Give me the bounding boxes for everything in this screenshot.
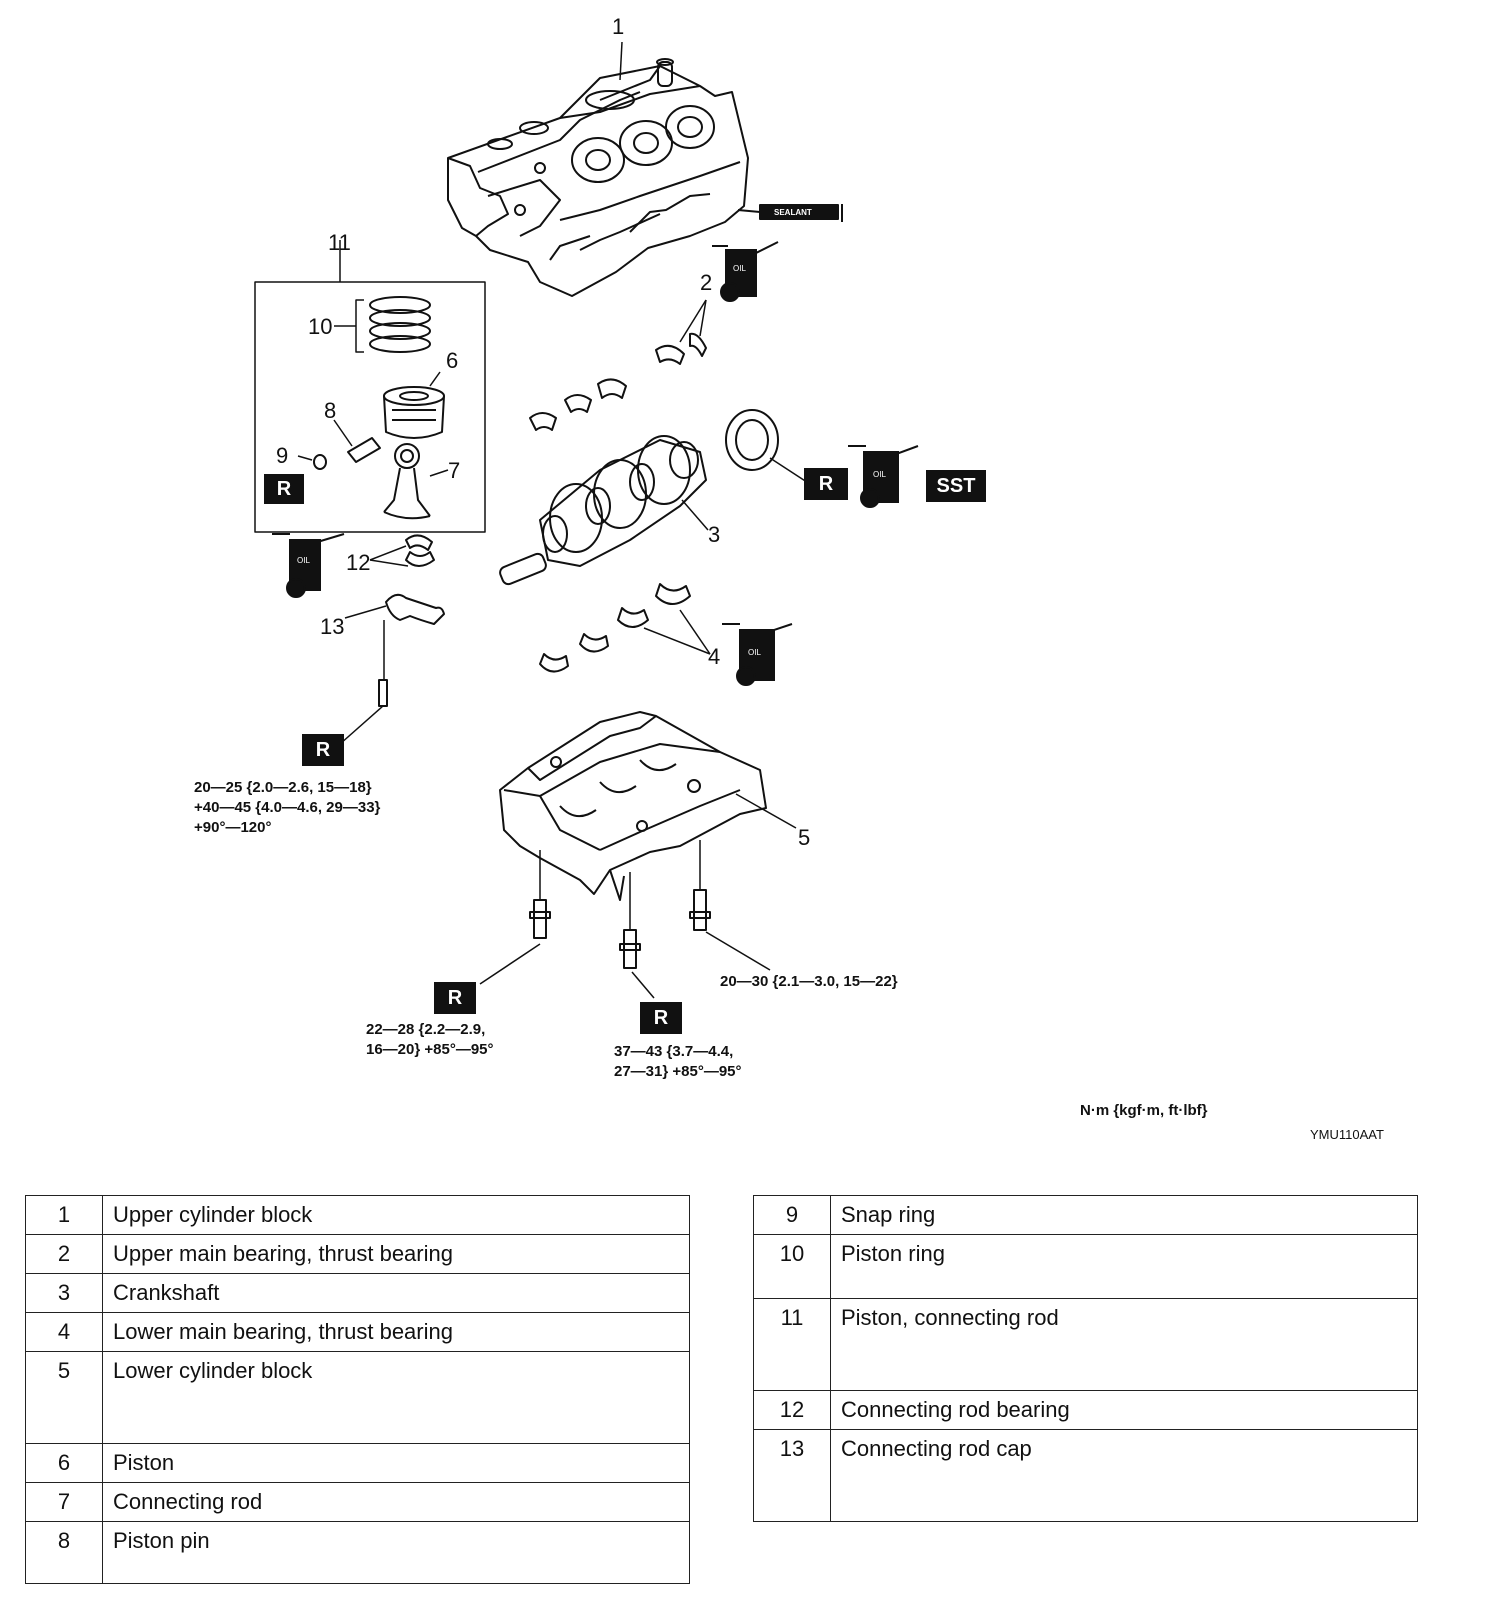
callout-3: 3	[708, 522, 721, 547]
replace-badge: R	[640, 1002, 682, 1034]
sst-badge: SST	[926, 470, 986, 502]
exploded-view-diagram: OIL OIL OIL OIL SEALANT 1 2 3 4 5 6 7 8 …	[194, 14, 1384, 1142]
part-number: 2	[25, 1234, 103, 1274]
part-name: Lower main bearing, thrust bearing	[102, 1312, 690, 1352]
callout-7: 7	[448, 458, 461, 483]
snap-ring-shape	[297, 454, 327, 470]
part-number: 12	[753, 1390, 831, 1430]
part-number: 11	[753, 1298, 831, 1391]
torque-units: N·m {kgf·m, ft·lbf}	[1080, 1102, 1208, 1119]
part-name: Connecting rod bearing	[830, 1390, 1418, 1430]
torque-main-bolt-center: 37—43 {3.7—4.4, 27—31} +85°—95°	[614, 1043, 742, 1080]
lower-main-bearings-shape	[539, 583, 691, 673]
callout-4: 4	[708, 644, 721, 669]
part-number: 5	[25, 1351, 103, 1444]
oil-can-label: OIL	[748, 648, 761, 657]
part-number: 3	[25, 1273, 103, 1313]
part-name: Lower cylinder block	[102, 1351, 690, 1444]
part-name: Upper cylinder block	[102, 1195, 690, 1235]
part-name: Connecting rod cap	[830, 1429, 1418, 1522]
part-name: Piston	[102, 1443, 690, 1483]
piston-assembly-frame	[254, 240, 486, 533]
part-name: Piston pin	[102, 1521, 690, 1584]
callout-9: 9	[276, 443, 289, 468]
replace-badge: R	[804, 468, 848, 500]
torque-connecting-rod-bolt: 20—25 {2.0—2.6, 15—18} +40—45 {4.0—4.6, …	[194, 779, 381, 836]
oil-can-icon-2	[848, 445, 919, 508]
part-name: Upper main bearing, thrust bearing	[102, 1234, 690, 1274]
part-number: 7	[25, 1482, 103, 1522]
part-number: 4	[25, 1312, 103, 1352]
crankshaft-shape	[499, 435, 709, 586]
piston-shape	[383, 371, 445, 439]
part-number: 13	[753, 1429, 831, 1522]
torque-main-bolt-left: 22—28 {2.2—2.9, 16—20} +85°—95°	[366, 1021, 494, 1058]
piston-pin-shape	[333, 419, 381, 463]
rear-oil-seal-shape	[725, 409, 817, 489]
callout-10: 10	[308, 314, 333, 339]
callout-13: 13	[320, 614, 345, 639]
oil-can-icon-4	[722, 623, 793, 686]
replace-badge: R	[264, 474, 304, 504]
oil-can-label: OIL	[873, 470, 886, 479]
callout-11: 11	[328, 230, 351, 255]
part-number: 1	[25, 1195, 103, 1235]
part-number: 8	[25, 1521, 103, 1584]
oil-can-label: OIL	[297, 556, 310, 565]
part-name: Crankshaft	[102, 1273, 690, 1313]
part-name: Connecting rod	[102, 1482, 690, 1522]
part-name: Snap ring	[830, 1195, 1418, 1235]
oil-can-icon-3	[272, 533, 345, 598]
piston-rings-shape	[334, 296, 431, 353]
oil-can-icon-1	[712, 241, 779, 302]
callout-2: 2	[700, 270, 713, 295]
callout-6: 6	[446, 348, 459, 373]
engine-block-drawing	[254, 41, 919, 999]
sealant-tube-shape	[737, 204, 843, 222]
part-name: Piston, connecting rod	[830, 1298, 1418, 1391]
callout-12: 12	[346, 550, 371, 575]
replace-badge: R	[434, 982, 476, 1014]
part-number: 9	[753, 1195, 831, 1235]
sealant-label: SEALANT	[774, 208, 812, 217]
upper-main-bearings-shape	[529, 332, 707, 431]
connecting-rod-bearings-shape	[369, 534, 435, 567]
connecting-rod-shape	[383, 443, 449, 520]
part-name: Piston ring	[830, 1234, 1418, 1299]
oil-can-label: OIL	[733, 264, 746, 273]
part-number: 10	[753, 1234, 831, 1299]
main-bolts-shape	[479, 840, 771, 999]
figure-code: YMU110AAT	[1310, 1127, 1384, 1142]
replace-badge: R	[302, 734, 344, 766]
part-number: 6	[25, 1443, 103, 1483]
callout-5: 5	[798, 825, 811, 850]
upper-cylinder-block-shape	[447, 58, 749, 297]
torque-main-bolt-right: 20—30 {2.1—3.0, 15—22}	[720, 973, 898, 990]
callout-8: 8	[324, 398, 337, 423]
lower-cylinder-block-shape	[499, 711, 797, 901]
connecting-rod-cap-shape	[339, 593, 445, 745]
callout-1: 1	[612, 14, 625, 39]
